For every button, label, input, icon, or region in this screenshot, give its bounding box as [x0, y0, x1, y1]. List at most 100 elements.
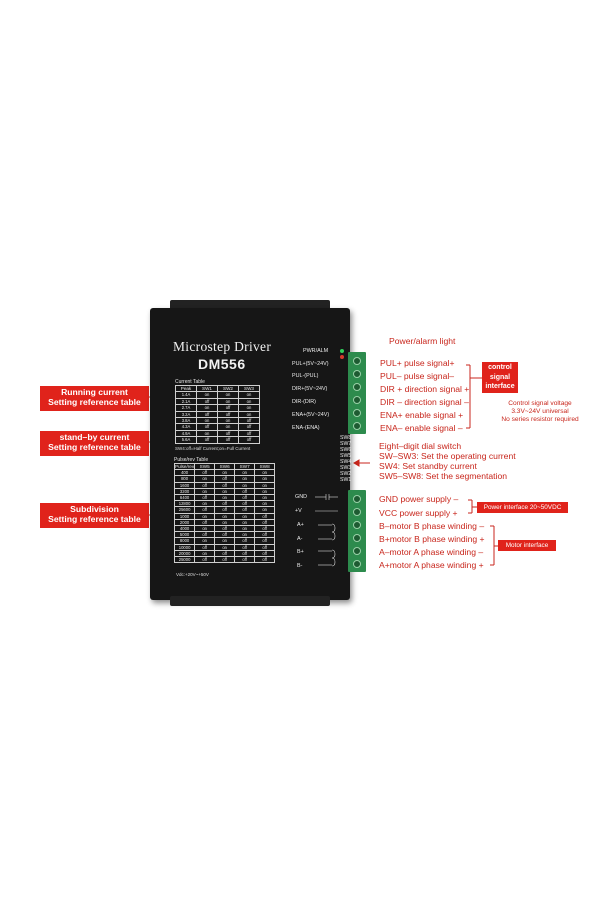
pulse-table-cell: 3200	[173, 487, 196, 496]
current-table-cell: on	[238, 391, 260, 399]
sig-label-pul-minus: PUL-(PUL)	[292, 373, 319, 379]
switch-label: SW7	[340, 441, 352, 447]
pulse-table-cell: off	[254, 537, 276, 545]
pwr-label-a-plus: A+	[297, 522, 304, 528]
switch-label: SW1	[340, 477, 352, 483]
screw-icon	[353, 422, 361, 430]
control-signal-interface-box: control signal interface	[482, 362, 518, 393]
signal-terminal-block	[348, 352, 366, 434]
voltage-note-line3: No series resistor required	[501, 416, 579, 423]
dial-switch-line4: SW5–SW8: Set the segmentation	[379, 471, 508, 481]
pwr-label-vplus: +V	[295, 508, 302, 514]
dip-switch-labels: SW8 SW7 SW6 SW5 SW4 SW3 SW2 SW1	[340, 435, 351, 483]
pulse-table-cell: off	[194, 556, 216, 564]
switch-label: SW3	[340, 465, 352, 471]
pulse-table-cell: 1600	[173, 481, 196, 489]
screw-icon	[353, 357, 361, 365]
control-box-line3: interface	[485, 383, 515, 390]
pulse-table-cell: 5000	[173, 531, 196, 539]
pulse-table-cell: 8000	[173, 537, 196, 545]
power-annotation-a-plus: A+motor A phase winding +	[379, 560, 484, 570]
power-annotation-gnd: GND power supply –	[379, 494, 459, 504]
screw-icon	[353, 495, 361, 503]
pulse-table-cell: off	[254, 549, 276, 558]
sig-label-dir-plus: DIR+(5V~24V)	[292, 386, 328, 392]
alm-led	[340, 355, 344, 359]
current-table-cell: off	[217, 436, 239, 444]
pulse-table-cell: 12800	[173, 500, 196, 508]
control-voltage-note: Control signal voltage 3.3V~24V universa…	[480, 400, 600, 424]
pulse-table-cell: off	[254, 518, 276, 527]
subdivision-line2: Setting reference table	[48, 514, 141, 524]
sig-label-dir-minus: DIR-(DIR)	[292, 399, 316, 405]
standby-current-line1: stand–by current	[59, 432, 130, 442]
screw-icon	[353, 383, 361, 391]
pulse-table-cell: on	[254, 475, 276, 483]
current-table-cell: on	[238, 410, 260, 419]
power-annotation-vcc: VCC power supply +	[379, 508, 458, 518]
vdc-label: Vdc:+20V~+50V	[176, 572, 209, 577]
power-alarm-light-label: Power/alarm light	[389, 336, 456, 346]
current-table-cell: 5.6A	[175, 436, 197, 444]
pwr-label-b-plus: B+	[297, 549, 304, 555]
power-annotation-a-minus: A–motor A phase winding –	[379, 547, 484, 557]
control-box-line2: signal	[489, 373, 511, 381]
current-table-title: Current Table	[175, 379, 205, 385]
dial-switch-line3: SW4: Set standby current	[379, 461, 477, 471]
motor-interface-box: Motor interface	[498, 540, 556, 551]
pulse-table-cell: off	[254, 556, 276, 564]
signal-annotation-pul-minus: PUL– pulse signal–	[380, 371, 455, 381]
current-table-cell: on	[238, 404, 260, 412]
pulse-table-cell: on	[254, 481, 276, 489]
pulse-table-cell: on	[254, 487, 276, 496]
pulse-table-cell: 10000	[173, 543, 196, 551]
running-current-line1: Running current	[61, 387, 128, 397]
wiring-symbols	[315, 494, 338, 567]
screw-icon	[353, 521, 361, 529]
current-table-note: SW4:off=Half Current;on=Full Current	[175, 445, 251, 451]
pulse-table-cell: 6400	[173, 493, 196, 502]
screw-icon	[353, 409, 361, 417]
pulse-table-cell: 4000	[173, 525, 196, 533]
power-interface-box: Power interface 20~50VDC	[477, 502, 568, 513]
subdivision-box: Subdivision Setting reference table	[40, 503, 149, 528]
signal-annotation-dir-minus: DIR – direction signal –	[380, 397, 469, 407]
dial-switch-line2: SW–SW3: Set the operating current	[379, 451, 516, 461]
pulse-table-cell: off	[254, 543, 276, 551]
pulse-table-cell: 20000	[173, 549, 196, 558]
current-table-cell: off	[238, 423, 260, 431]
running-current-line2: Setting reference table	[48, 397, 141, 407]
current-table-cell: off	[238, 429, 260, 438]
current-table-cell: off	[238, 436, 260, 444]
pulse-table-cell: off	[214, 556, 236, 564]
pulse-table-cell: 400	[173, 469, 196, 477]
driver-mount-flange-bottom	[170, 596, 330, 606]
pulse-table-cell: 25600	[173, 506, 196, 514]
pulse-table-cell: on	[254, 500, 276, 508]
pulse-table-cell: off	[254, 512, 276, 520]
signal-annotation-dir-plus: DIR + direction signal +	[380, 384, 470, 394]
current-table-cell: on	[238, 397, 260, 406]
dial-switch-annotation: Eight–digit dial switch SW–SW3: Set the …	[379, 441, 516, 481]
switch-label: SW4	[340, 459, 352, 465]
current-table-header-cell: SW3	[238, 384, 260, 393]
pulse-table-cell: 2000	[173, 518, 196, 527]
pwr-label-a-minus: A-	[297, 536, 303, 542]
